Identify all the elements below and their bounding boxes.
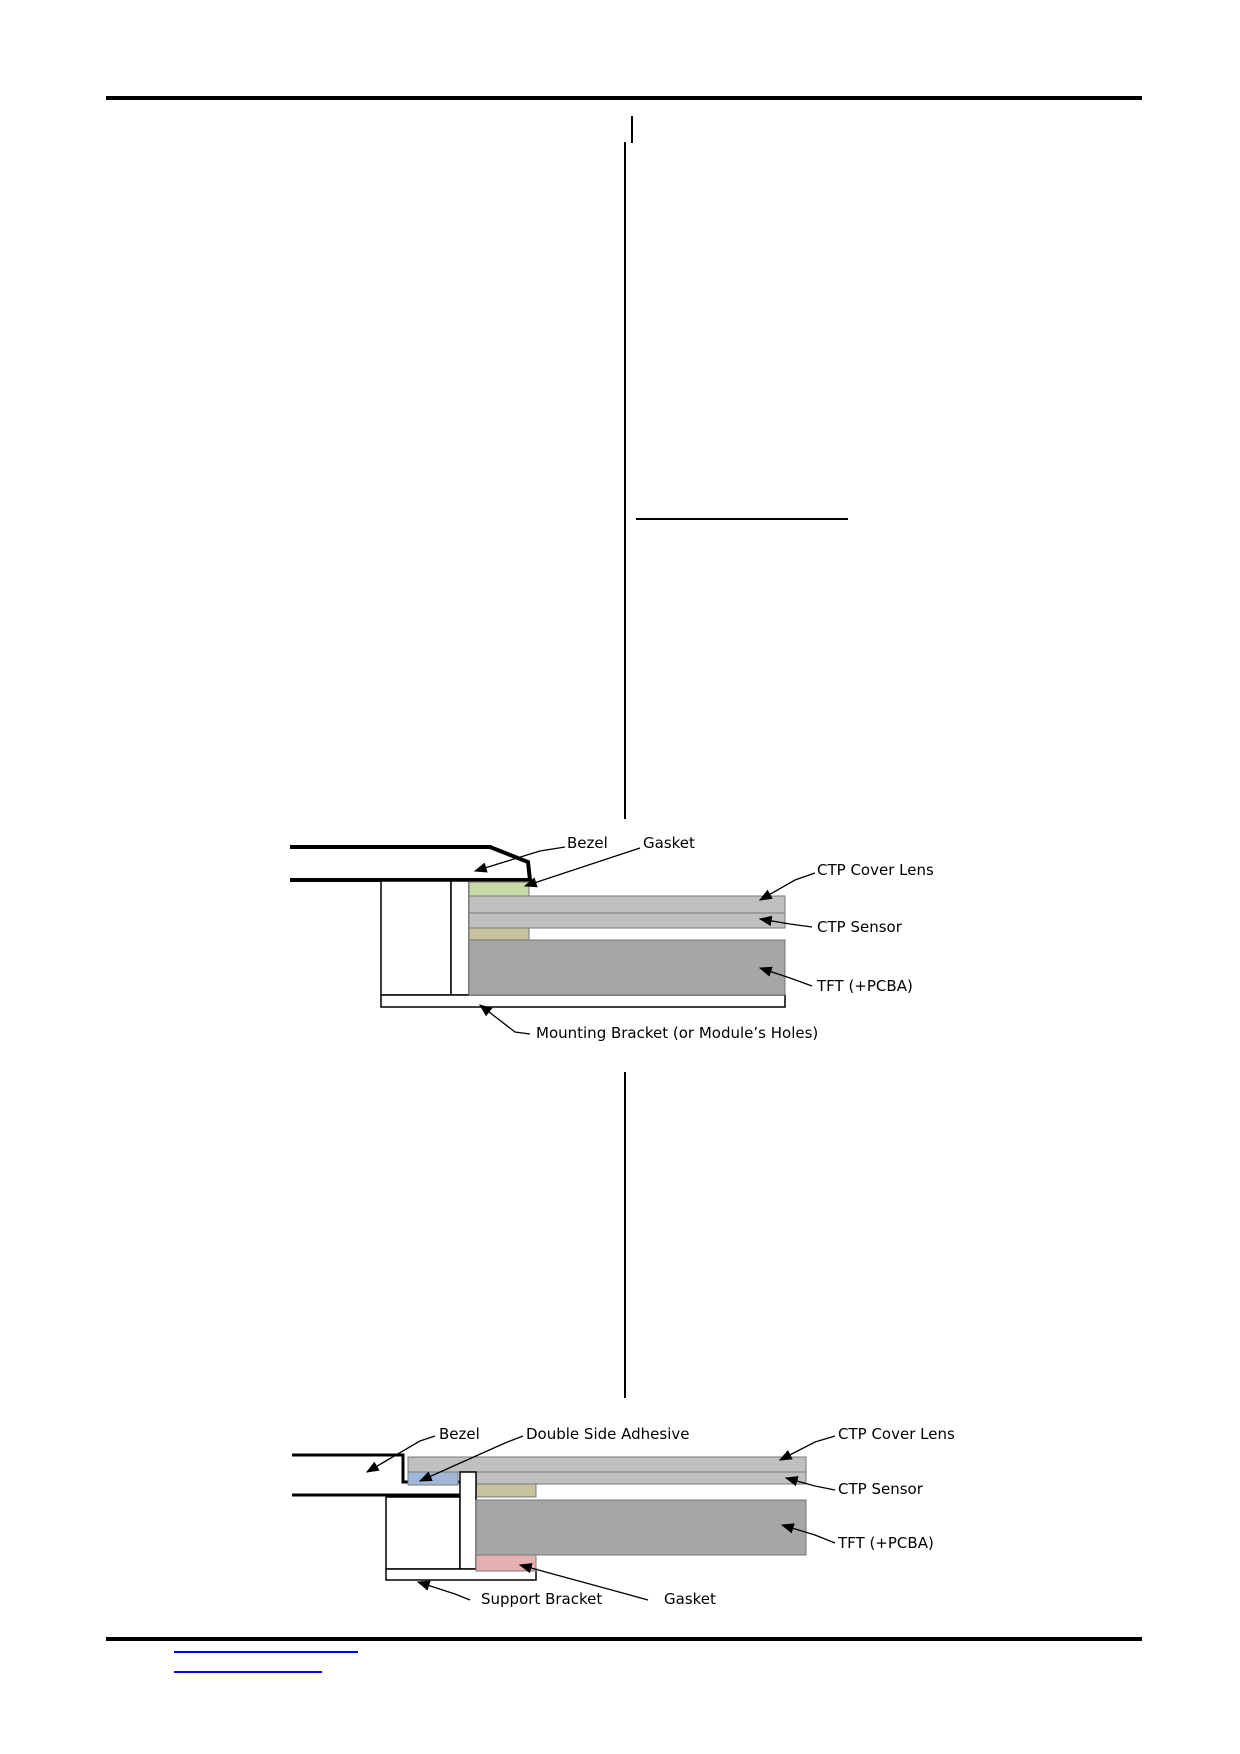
label-support-bracket: Support Bracket <box>481 1590 602 1608</box>
adhesive-strip-shape <box>475 1483 537 1498</box>
column-divider-2 <box>624 1072 626 1398</box>
label-bezel: Bezel <box>439 1425 480 1443</box>
support-bracket-frame <box>385 1496 461 1570</box>
label-sensor: CTP Sensor <box>817 918 903 936</box>
label-sensor: CTP Sensor <box>838 1480 924 1498</box>
footer-link-2[interactable] <box>174 1671 322 1673</box>
footer-rule <box>106 1637 1142 1641</box>
label-cover-lens: CTP Cover Lens <box>838 1425 955 1443</box>
support-bracket-base <box>385 1568 537 1581</box>
support-bracket-post <box>459 1471 477 1570</box>
label-bezel: Bezel <box>567 834 608 852</box>
mounting-bracket-frame <box>380 880 452 996</box>
label-tft: TFT (+PCBA) <box>837 1534 934 1552</box>
header-tick <box>631 116 633 143</box>
leader-lines <box>365 1435 836 1601</box>
label-gasket: Gasket <box>643 834 695 852</box>
column-divider-1 <box>624 142 626 819</box>
label-gasket: Gasket <box>664 1590 716 1608</box>
header-rule <box>106 96 1142 100</box>
label-cover-lens: CTP Cover Lens <box>817 861 934 879</box>
tft-shape <box>475 1499 807 1556</box>
leader-lines <box>473 846 816 1035</box>
adhesive-shape <box>407 1471 459 1486</box>
label-adhesive: Double Side Adhesive <box>526 1425 689 1443</box>
label-mounting-bracket: Mounting Bracket (or Module’s Holes) <box>536 1024 818 1042</box>
tft-shape <box>468 939 786 996</box>
sensor-shape <box>468 912 786 929</box>
section-underline <box>636 518 848 520</box>
footer-link-1[interactable] <box>174 1651 358 1653</box>
label-tft: TFT (+PCBA) <box>816 977 913 995</box>
sensor-shape <box>475 1471 807 1485</box>
gasket-shape <box>475 1554 537 1572</box>
bezel-shape <box>290 845 533 882</box>
